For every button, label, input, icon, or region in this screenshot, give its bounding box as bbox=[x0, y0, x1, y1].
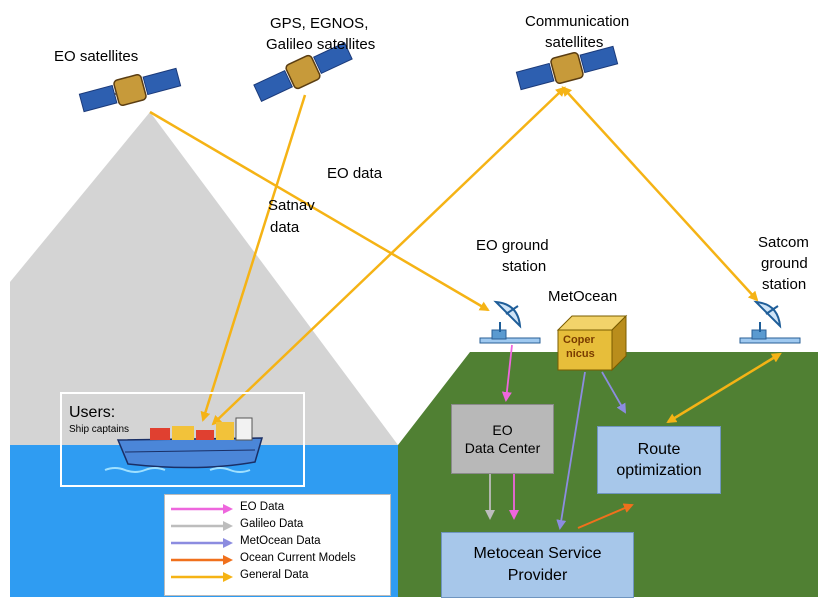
metocean-label: MetOcean bbox=[548, 288, 618, 305]
copernicus-label-line2: nicus bbox=[566, 348, 595, 360]
communication-satellite-icon bbox=[515, 45, 619, 91]
gnss-label-line2: Galileo satellites bbox=[266, 36, 376, 53]
copernicus-cube-icon bbox=[556, 314, 628, 372]
route-line2: optimization bbox=[616, 462, 702, 479]
legend-label: Galileo Data bbox=[240, 518, 304, 530]
comm-label-line1: Communication bbox=[525, 13, 630, 30]
legend-swatch-general bbox=[171, 572, 233, 582]
ship-icon bbox=[104, 417, 264, 473]
satcom-route-arrow bbox=[666, 352, 782, 424]
eo-data-center-line1: EO bbox=[492, 422, 513, 438]
legend-label: Ocean Current Models bbox=[240, 552, 356, 564]
users-frame bbox=[60, 392, 305, 487]
comm-to-satcom-arrow bbox=[561, 86, 759, 302]
eo-data-center-box: EO Data Center bbox=[451, 404, 554, 474]
satcom-label-line2: ground bbox=[761, 255, 808, 272]
route-line1: Route bbox=[637, 441, 681, 458]
provider-to-route-arrow bbox=[577, 503, 634, 529]
copernicus-to-route-arrow bbox=[601, 371, 626, 414]
satcom-ground-station-icon bbox=[739, 300, 801, 344]
satnav-label-line2: data bbox=[270, 219, 300, 236]
legend-swatch-ocean-models bbox=[171, 555, 233, 565]
satcom-label-line3: station bbox=[762, 276, 807, 293]
eo-ground-station-label-line1: EO ground bbox=[476, 237, 549, 254]
legend-label: EO Data bbox=[240, 501, 285, 513]
route-optimization-box: Route optimization bbox=[597, 426, 721, 494]
provider-line1: Metocean Service bbox=[473, 545, 602, 562]
legend-swatch-galileo bbox=[171, 521, 233, 531]
legend: EO Data Galileo Data MetOcean Data Ocean… bbox=[164, 494, 391, 596]
metocean-service-provider-box: Metocean Service Provider bbox=[441, 532, 634, 598]
eo-data-center-line2: Data Center bbox=[464, 440, 541, 456]
eo-ground-station-icon bbox=[479, 300, 541, 344]
copernicus-label-line1: Coper bbox=[563, 334, 595, 346]
legend-swatch-metocean bbox=[171, 538, 233, 548]
eo-ground-station-label-line2: station bbox=[502, 258, 547, 275]
comm-to-users-arrow bbox=[211, 86, 566, 426]
eo-station-to-center-arrow bbox=[501, 344, 513, 402]
legend-label: General Data bbox=[240, 569, 309, 581]
eo-data-label: EO data bbox=[327, 165, 383, 182]
users-subtitle: Ship captains bbox=[69, 424, 130, 435]
legend-swatch-eo bbox=[171, 504, 233, 514]
eo-satellite-icon bbox=[78, 67, 182, 113]
eo-satellites-label: EO satellites bbox=[54, 48, 139, 65]
gnss-label-line1: GPS, EGNOS, bbox=[270, 15, 369, 32]
copernicus-to-provider-arrow bbox=[556, 371, 586, 530]
satcom-label-line1: Satcom bbox=[758, 234, 809, 251]
users-title: Users: bbox=[69, 404, 116, 421]
legend-label: MetOcean Data bbox=[240, 535, 321, 547]
satnav-label-line1: Satnav bbox=[268, 197, 315, 214]
comm-label-line2: satellites bbox=[545, 34, 604, 51]
provider-line2: Provider bbox=[507, 567, 568, 584]
